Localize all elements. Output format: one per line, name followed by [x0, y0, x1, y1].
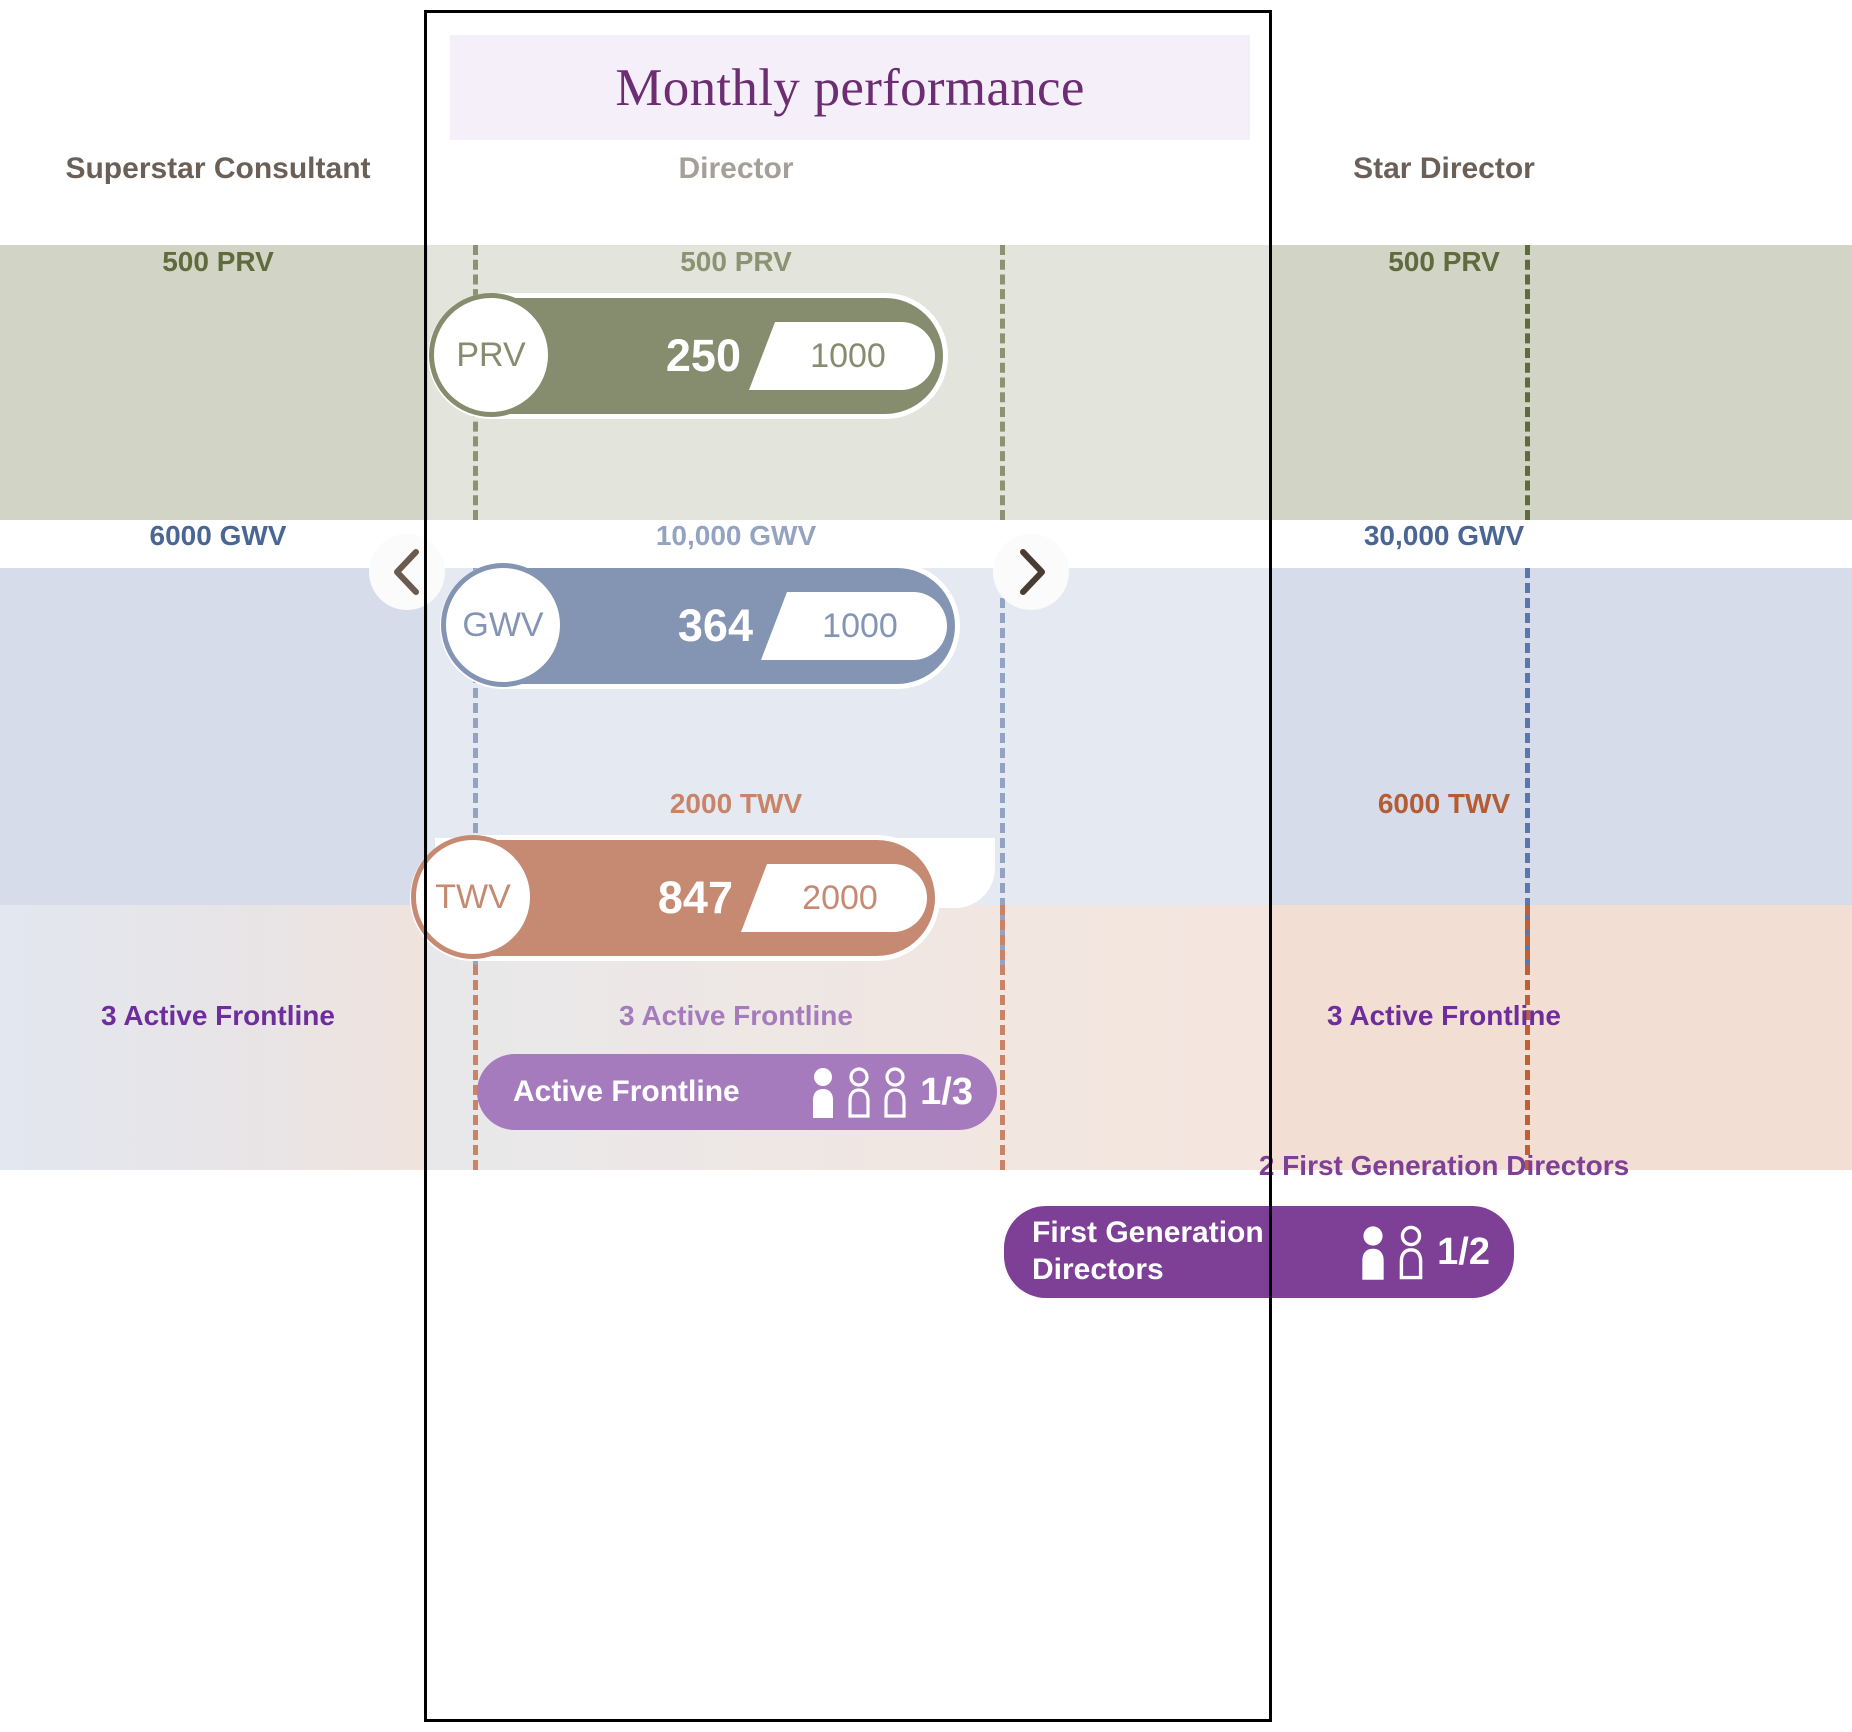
twv-badge: TWV	[411, 835, 535, 959]
chevron-left-icon	[394, 549, 419, 595]
twv-divider-left	[473, 905, 478, 1170]
active-frontline-progress: 1/3	[808, 1066, 973, 1118]
twv-target-value: 2000	[741, 864, 927, 932]
gwv-target-value: 1000	[761, 592, 947, 660]
frontline-label-superstar-consultant: 3 Active Frontline	[101, 1000, 335, 1031]
prv-values: 250 1000	[666, 298, 935, 414]
prv-band-right	[1271, 245, 1852, 520]
prv-target-director: 500 PRV	[680, 246, 792, 277]
frontline-label-star-director: 3 Active Frontline	[1327, 1000, 1561, 1031]
column-header-star-director[interactable]: Star Director	[1353, 152, 1535, 185]
twv-target-star-director: 6000 TWV	[1377, 788, 1511, 819]
page-title-banner: Monthly performance	[450, 35, 1250, 140]
pill-label-line1: First Generation	[1032, 1216, 1264, 1250]
gwv-divider-right	[1525, 568, 1530, 968]
column-header-director[interactable]: Director	[678, 152, 794, 185]
active-frontline-pill[interactable]: Active Frontline 1/3	[477, 1054, 997, 1130]
pill-label-line2: Directors	[1032, 1253, 1164, 1286]
page-title: Monthly performance	[615, 58, 1085, 117]
column-header-superstar-consultant[interactable]: Superstar Consultant	[65, 152, 371, 185]
person-outline-icon	[848, 1067, 870, 1118]
first-generation-directors-progress: 1/2	[1357, 1224, 1490, 1280]
active-frontline-label: Active Frontline	[513, 1074, 740, 1108]
gwv-target-superstar-consultant: 6000 GWV	[149, 520, 287, 551]
active-frontline-count: 1/3	[920, 1070, 973, 1113]
first-generation-directors-label: 2 First Generation Directors	[1258, 1150, 1630, 1181]
twv-band-right	[1271, 905, 1852, 1170]
twv-target-director: 2000 TWV	[669, 788, 803, 819]
person-filled-icon	[1362, 1226, 1384, 1280]
prv-current-value: 250	[665, 330, 741, 381]
gwv-target-star-director: 30,000 GWV	[1363, 520, 1525, 551]
first-generation-directors-count: 1/2	[1437, 1230, 1490, 1273]
prv-target-superstar-consultant: 500 PRV	[162, 246, 274, 277]
person-outline-icon	[1399, 1225, 1423, 1280]
twv-values: 847 2000	[658, 840, 927, 956]
twv-progress-bar[interactable]: TWV 847 2000	[410, 835, 940, 961]
gwv-target-director: 10,000 GWV	[655, 520, 817, 551]
prv-target-star-director: 500 PRV	[1388, 246, 1500, 277]
gwv-badge: GWV	[441, 563, 565, 687]
twv-divider-right	[1525, 905, 1530, 1170]
frontline-label-director: 3 Active Frontline	[619, 1000, 853, 1031]
next-rank-button[interactable]	[993, 534, 1069, 610]
twv-band-left	[0, 905, 428, 1170]
twv-divider-mid	[1000, 905, 1005, 1170]
previous-rank-button[interactable]	[369, 534, 445, 610]
gwv-current-value: 364	[677, 600, 753, 651]
gwv-values: 364 1000	[678, 568, 947, 684]
prv-progress-bar[interactable]: PRV 250 1000	[428, 293, 948, 419]
first-generation-directors-pill-label: First Generation Directors	[1032, 1215, 1264, 1288]
first-generation-directors-people-icons	[1357, 1224, 1427, 1280]
active-frontline-people-icons	[808, 1066, 910, 1118]
gwv-divider-left	[473, 568, 478, 968]
prv-target-value: 1000	[749, 322, 935, 390]
first-generation-directors-pill[interactable]: First Generation Directors 1/2	[1004, 1206, 1514, 1298]
person-filled-icon	[813, 1068, 834, 1118]
twv-current-value: 847	[657, 872, 733, 923]
prv-badge: PRV	[429, 293, 553, 417]
gwv-divider-mid	[1000, 568, 1005, 968]
gwv-progress-bar[interactable]: GWV 364 1000	[440, 563, 960, 689]
prv-divider-mid	[1000, 245, 1005, 520]
person-outline-icon	[884, 1067, 906, 1118]
prv-divider-right	[1525, 245, 1530, 520]
prv-band-left	[0, 245, 428, 520]
chevron-right-icon	[1020, 549, 1045, 595]
